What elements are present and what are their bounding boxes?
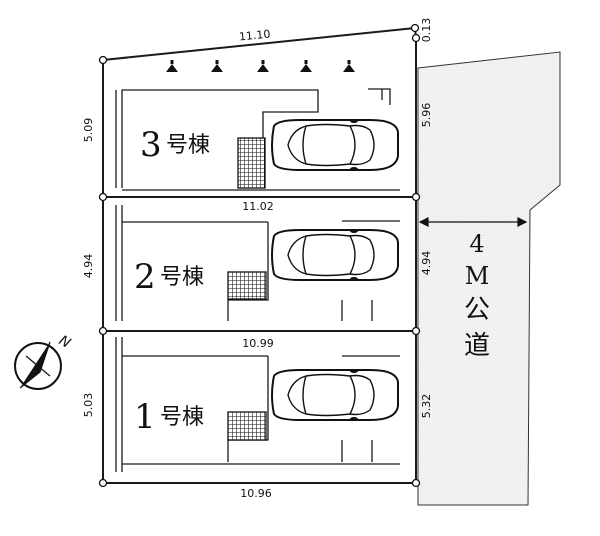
lot-1-terrace	[227, 411, 267, 441]
compass-north-label: N	[56, 333, 74, 352]
road-width-unit: M	[465, 262, 490, 290]
lot-1-label: 1 号棟	[134, 397, 204, 437]
lot-2-number: 2	[134, 257, 156, 297]
lot-3-features	[115, 88, 400, 191]
dim-left-1: 5.03	[82, 393, 95, 418]
north-compass-icon: N	[14, 333, 74, 390]
corner-markers	[98, 23, 421, 488]
lot-1-suffix: 号棟	[160, 405, 204, 430]
dim-right-1: 5.32	[420, 394, 433, 419]
road-width-dimension	[418, 217, 528, 227]
lot-1-features	[115, 337, 400, 472]
dim-right-2: 4.94	[420, 251, 433, 276]
dim-div-2-1: 10.99	[242, 337, 274, 350]
lot-2-suffix: 号棟	[160, 265, 204, 290]
lot-boundary	[102, 26, 417, 484]
lot-3-number: 3	[140, 125, 162, 165]
lot-3-suffix: 号棟	[166, 133, 210, 158]
lot-3-terrace	[237, 137, 266, 189]
car-lot-3	[271, 119, 399, 171]
road-label: 4 M 公 道	[464, 230, 490, 361]
dim-left-2: 4.94	[82, 254, 95, 279]
lot-3-label: 3 号棟	[140, 125, 210, 165]
lot-2-label: 2 号棟	[134, 257, 204, 297]
lot-1-number: 1	[134, 397, 156, 437]
lot-2-terrace	[227, 271, 267, 300]
public-road-area	[417, 51, 561, 506]
road-width-value: 4	[469, 230, 484, 258]
lot-2-features	[115, 205, 400, 321]
hedge-symbols	[166, 60, 355, 72]
car-lot-2	[271, 229, 399, 281]
car-lot-1	[271, 369, 399, 421]
dim-bottom: 10.96	[240, 487, 272, 500]
dim-top-right: 0.13	[420, 18, 433, 43]
dim-left-3: 5.09	[82, 118, 95, 143]
road-label-1: 公	[464, 295, 490, 325]
dim-right-3: 5.96	[420, 103, 433, 128]
dim-top: 11.10	[238, 28, 271, 44]
dim-div-3-2: 11.02	[242, 200, 274, 213]
road-label-2: 道	[464, 331, 490, 361]
